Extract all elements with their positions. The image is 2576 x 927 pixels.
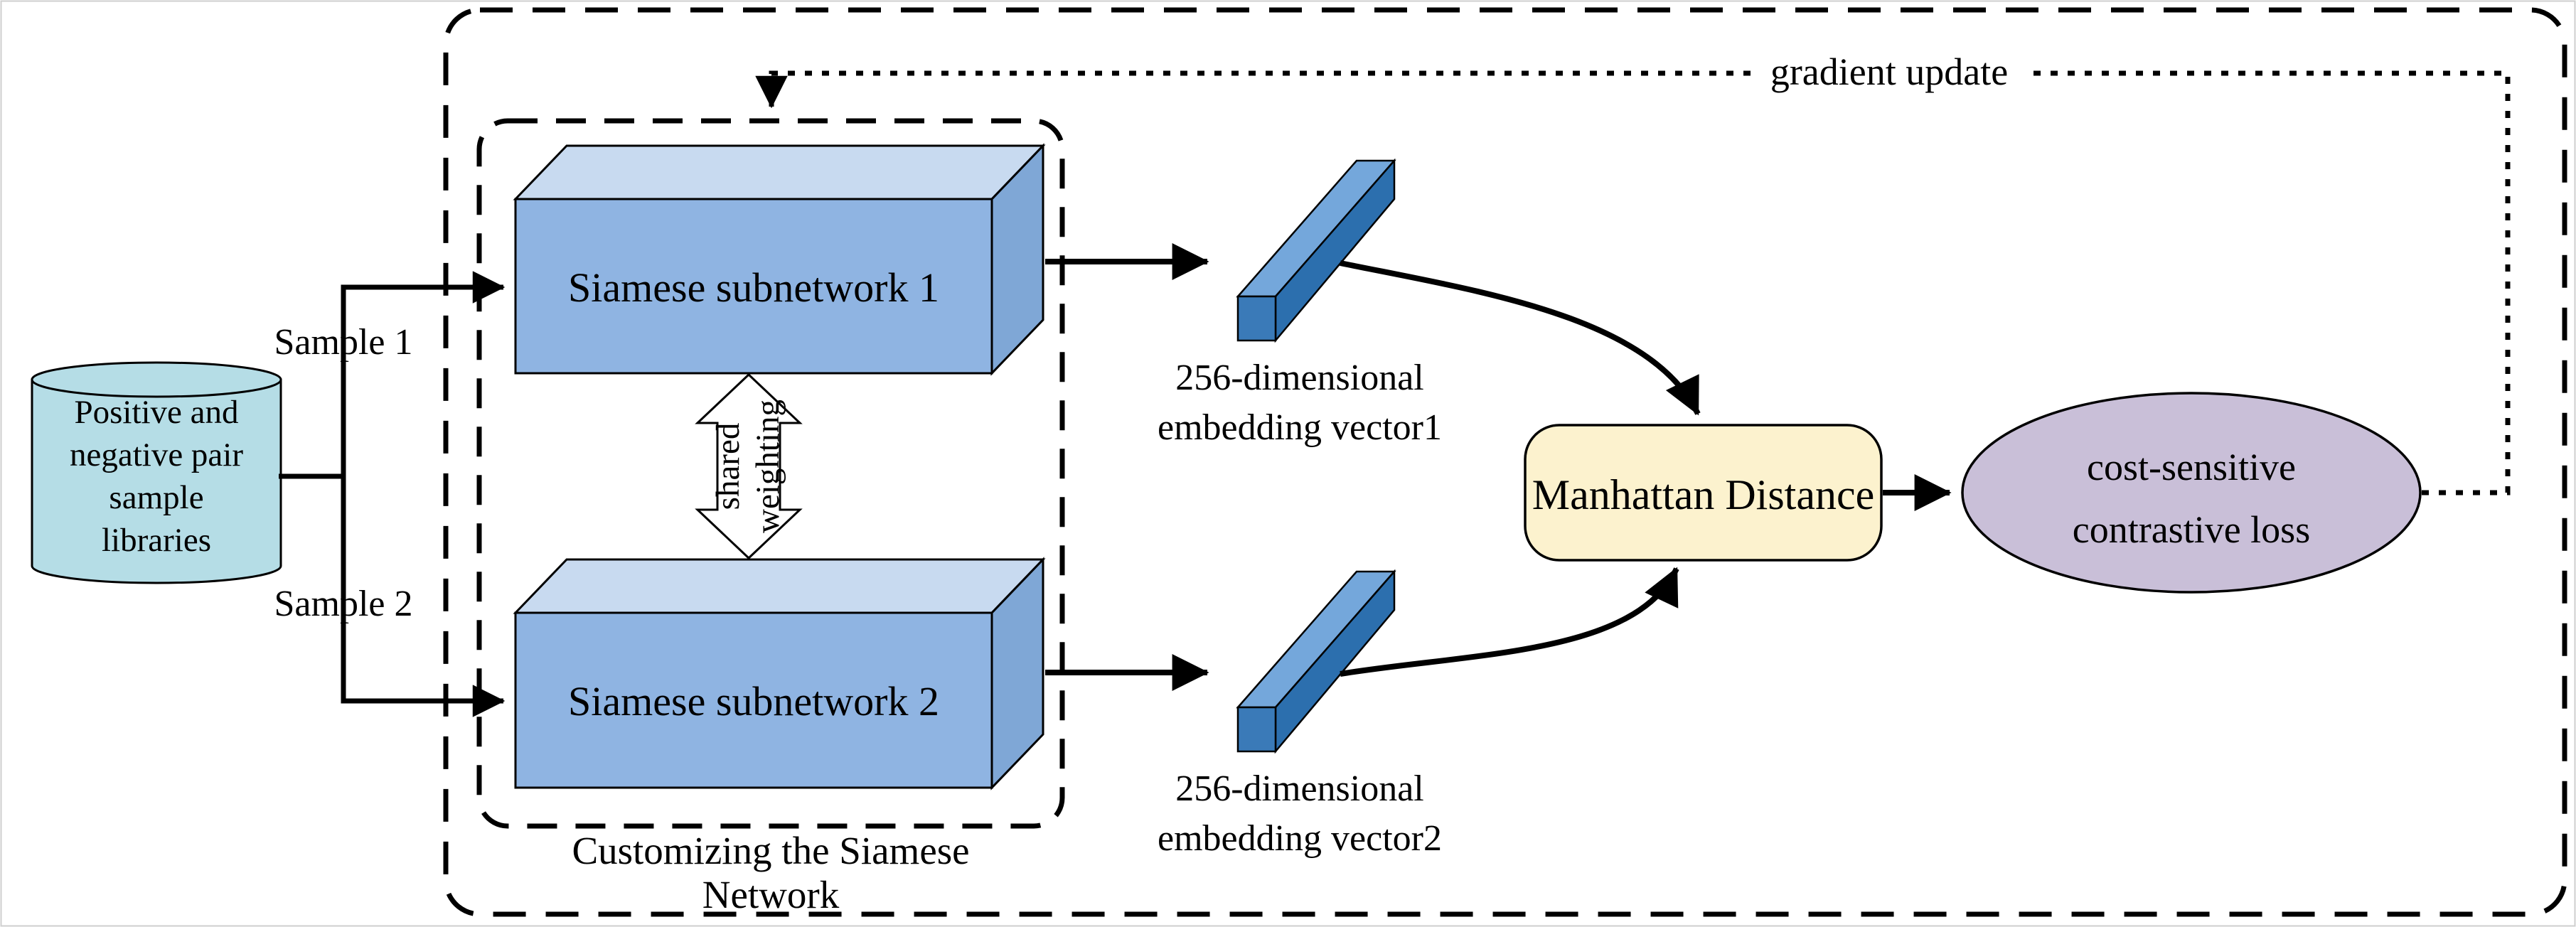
shared-weighting-label: shared weighting	[708, 367, 793, 566]
vector1-label: 256-dimensional embedding vector1	[1136, 353, 1463, 453]
siamese-container-label: Customizing the Siamese Network	[557, 829, 984, 917]
manhattan-distance-label: Manhattan Distance	[1532, 471, 1875, 518]
vector2-label-line1: 256-dimensional	[1175, 768, 1424, 809]
subnetwork1-label: Siamese subnetwork 1	[568, 264, 939, 311]
vector1-to-distance-curved-arrow	[1340, 260, 1701, 416]
sample2-arrow	[341, 476, 506, 717]
subnetwork1-box-front-face	[514, 198, 993, 375]
sample-library-cylinder-body	[31, 378, 282, 584]
vector1-bar-end-face	[1236, 295, 1277, 342]
shared-weighting-label-line2: weighting	[749, 400, 786, 533]
subnetwork1-box-top-face	[513, 144, 1046, 200]
vector1-label-line1: 256-dimensional	[1175, 358, 1424, 398]
sample-library-label-line1: Positive and	[74, 394, 239, 431]
sample1-arrow	[341, 271, 506, 476]
sample1-edge-label: Sample 1	[274, 322, 413, 363]
gradient-update-label: gradient update	[1751, 50, 2028, 94]
sample2-edge-label: Sample 2	[274, 584, 413, 624]
sample-library-label-line3: sample	[109, 479, 204, 516]
subnetwork2-box-front-face	[514, 611, 993, 789]
outer-dashed-container	[443, 7, 2567, 917]
sample-library-cylinder-lid	[31, 361, 282, 398]
shared-weighting-label-line1: shared	[710, 422, 747, 510]
contrastive-loss-label: cost-sensitive contrastive loss	[1962, 436, 2420, 561]
sample-library-label-line2: negative pair	[69, 436, 244, 473]
sample-library-label-line4: libraries	[102, 522, 211, 559]
siamese-container-label-line2: Network	[702, 873, 840, 916]
subnetwork2-box-top-face	[513, 558, 1046, 614]
vector2-bar-end-face	[1236, 706, 1277, 753]
manhattan-distance-node	[1524, 424, 1883, 562]
vector2-to-distance-curved-arrow	[1340, 567, 1679, 677]
subnetwork2-label: Siamese subnetwork 2	[568, 678, 939, 724]
contrastive-loss-node	[1961, 392, 2422, 594]
contrastive-loss-label-line1: cost-sensitive	[2087, 446, 2296, 488]
gradient-update-feedback-edge	[755, 70, 2511, 495]
vector2-label: 256-dimensional embedding vector2	[1136, 764, 1463, 864]
siamese-container-label-line1: Customizing the Siamese	[572, 829, 970, 872]
vector2-label-line2: embedding vector2	[1158, 818, 1442, 859]
vector1-label-line2: embedding vector1	[1158, 407, 1442, 448]
sample-library-label: Positive and negative pair sample librar…	[32, 391, 281, 562]
contrastive-loss-label-line2: contrastive loss	[2072, 508, 2311, 551]
shared-weighting-double-arrow	[695, 373, 803, 560]
siamese-network-dashed-container	[476, 118, 1065, 829]
